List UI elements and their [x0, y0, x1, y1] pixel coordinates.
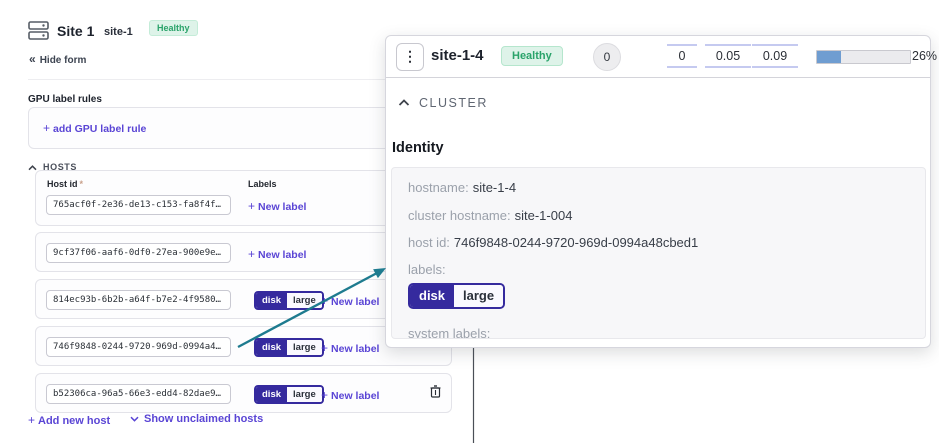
- chevron-down-icon: [130, 413, 139, 425]
- site-rack-icon: [28, 20, 49, 46]
- add-gpu-rule-label: add GPU label rule: [53, 123, 147, 135]
- new-label-link[interactable]: +New label: [248, 247, 307, 261]
- chip-key: disk: [256, 293, 288, 308]
- host-row: Host id* Labels +New label: [35, 170, 452, 226]
- site-code: site-1: [104, 26, 133, 38]
- system-labels-field-label: system labels:: [408, 326, 491, 339]
- plus-icon: +: [43, 121, 51, 135]
- host-id-input[interactable]: [46, 195, 231, 215]
- host-id-input[interactable]: [46, 337, 231, 357]
- hosts-section-label: HOSTS: [43, 162, 78, 172]
- progress-fill: [817, 51, 842, 63]
- plus-icon: +: [321, 341, 329, 355]
- host-row: +New label: [35, 232, 452, 272]
- host-detail-panel: ⋮ site-1-4 Healthy 0 0 0.05 0.09 26% CLU…: [385, 35, 937, 348]
- chevron-up-icon: [28, 158, 37, 176]
- alert-count-indicator: 0: [593, 43, 621, 71]
- identity-heading: Identity: [392, 140, 444, 156]
- chip-value: large: [454, 285, 504, 307]
- hosts-section-toggle[interactable]: HOSTS: [28, 158, 77, 176]
- site-status-badge: Healthy: [149, 20, 198, 36]
- host-id-input[interactable]: [46, 384, 231, 404]
- host-title: site-1-4: [431, 47, 484, 64]
- plus-icon: +: [321, 388, 329, 402]
- usage-progress-bar: [816, 50, 911, 64]
- add-gpu-label-rule-link[interactable]: +add GPU label rule: [43, 121, 146, 135]
- new-label-link[interactable]: +New label: [321, 294, 380, 308]
- plus-icon: +: [248, 247, 256, 261]
- plus-icon: +: [321, 294, 329, 308]
- chevron-up-icon: [398, 94, 410, 112]
- chip-key: disk: [256, 387, 288, 402]
- identity-card: hostname:site-1-4 cluster hostname:site-…: [391, 167, 926, 339]
- divider: [28, 79, 458, 80]
- identity-field: cluster hostname:site-1-004: [408, 208, 573, 223]
- hide-form-label: Hide form: [39, 55, 87, 66]
- double-chevron-left-icon: «: [29, 52, 36, 66]
- metric-cell[interactable]: 0.09: [752, 44, 798, 68]
- identity-field: hostname:site-1-4: [408, 180, 517, 195]
- show-unclaimed-hosts-link[interactable]: Show unclaimed hosts: [130, 413, 263, 425]
- page-title: Site 1: [57, 23, 95, 39]
- labels-field-label: labels:: [408, 262, 446, 277]
- kebab-icon: ⋮: [403, 48, 417, 64]
- add-new-host-link[interactable]: +Add new host: [28, 413, 111, 427]
- progress-percent-label: 26%: [912, 49, 938, 63]
- plus-icon: +: [28, 413, 36, 427]
- new-label-link[interactable]: +New label: [321, 341, 380, 355]
- chip-value: large: [287, 293, 322, 308]
- panel-header: ⋮ site-1-4 Healthy 0 0 0.05 0.09 26%: [386, 36, 937, 78]
- metric-cell[interactable]: 0.05: [705, 44, 751, 68]
- chip-key: disk: [410, 285, 455, 307]
- labels-column-header: Labels: [248, 179, 277, 189]
- gpu-rules-heading: GPU label rules: [28, 94, 102, 105]
- new-label-link[interactable]: +New label: [321, 388, 380, 402]
- host-id-input[interactable]: [46, 290, 231, 310]
- metric-cell[interactable]: 0: [667, 44, 697, 68]
- host-id-input[interactable]: [46, 243, 231, 263]
- identity-field: host id:746f9848-0244-9720-969d-0994a48c…: [408, 235, 699, 250]
- hide-form-link[interactable]: «Hide form: [29, 52, 86, 66]
- cluster-section-toggle[interactable]: CLUSTER: [398, 94, 488, 112]
- chip-value: large: [287, 387, 322, 402]
- host-status-badge: Healthy: [501, 46, 563, 66]
- new-label-link[interactable]: +New label: [248, 199, 307, 213]
- cluster-section-label: CLUSTER: [419, 96, 488, 110]
- chip-value: large: [287, 340, 322, 355]
- delete-host-trash-icon[interactable]: [430, 385, 441, 403]
- chip-key: disk: [256, 340, 288, 355]
- required-asterisk: *: [79, 179, 84, 189]
- plus-icon: +: [248, 199, 256, 213]
- kebab-menu-button[interactable]: ⋮: [396, 43, 424, 71]
- host-id-column-header: Host id*: [47, 179, 84, 189]
